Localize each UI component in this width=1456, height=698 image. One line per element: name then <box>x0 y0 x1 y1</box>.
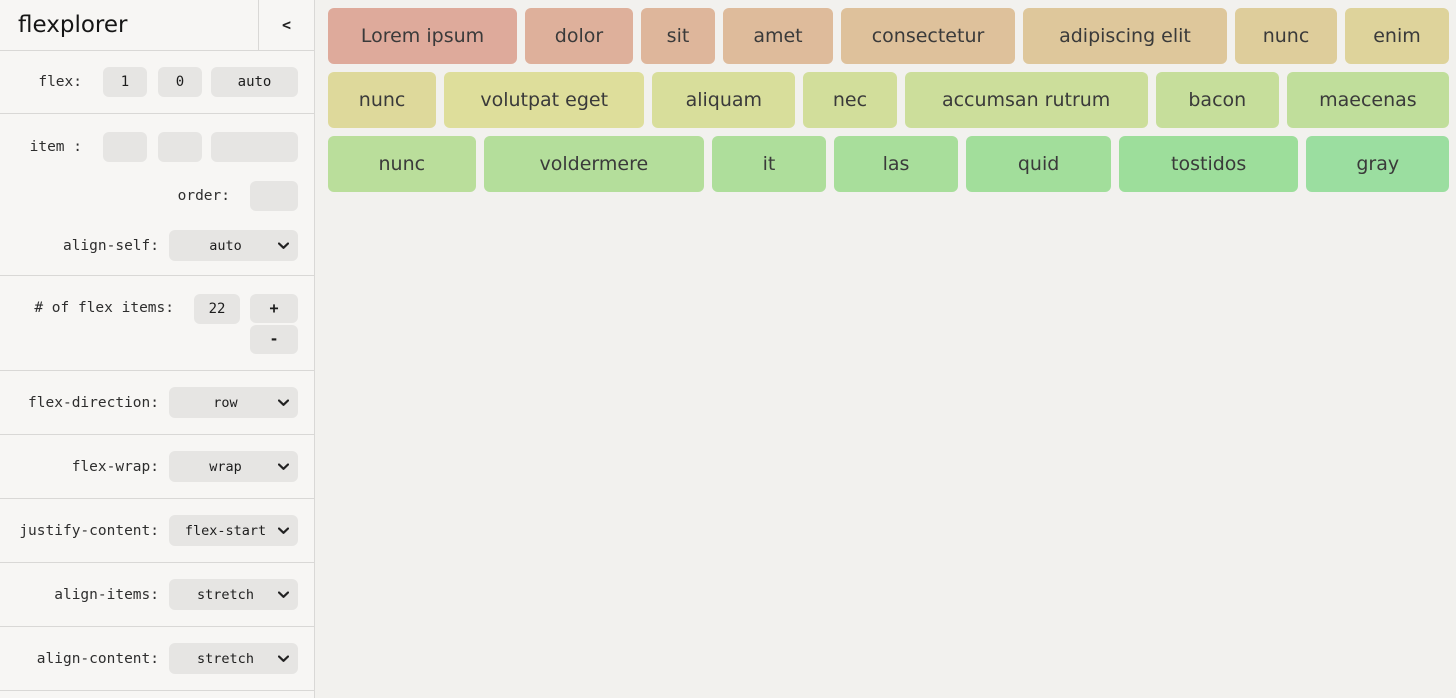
flex-grow-input[interactable] <box>103 67 147 97</box>
align-items-select[interactable]: stretch <box>169 579 298 610</box>
order-input[interactable] <box>250 181 298 211</box>
chevron-left-icon: < <box>281 16 292 34</box>
item-flex-grow-input[interactable] <box>103 132 147 162</box>
chevron-down-icon <box>278 399 289 406</box>
flex-item: accumsan rutrum <box>904 72 1148 128</box>
section-align-content: align-content: stretch <box>0 627 314 691</box>
flex-item: amet <box>723 8 833 64</box>
decrease-items-button[interactable]: - <box>250 325 298 354</box>
flex-item: nunc <box>328 136 476 192</box>
order-label: order: <box>177 188 230 204</box>
chevron-down-icon <box>278 655 289 662</box>
flex-item: gray <box>1306 136 1450 192</box>
align-content-label: align-content: <box>36 650 159 667</box>
flex-item: las <box>833 136 959 192</box>
sidebar-header: flexplorer < <box>0 0 314 51</box>
align-content-value: stretch <box>197 650 254 667</box>
flex-item: adipiscing elit <box>1023 8 1227 64</box>
flex-direction-value: row <box>213 394 238 411</box>
flex-label: flex: <box>38 74 82 90</box>
align-self-select[interactable]: auto <box>169 230 298 261</box>
item-count-input[interactable] <box>194 294 240 324</box>
flex-item: dolor <box>525 8 633 64</box>
flex-shrink-input[interactable] <box>158 67 202 97</box>
section-flex-wrap: flex-wrap: wrap <box>0 435 314 499</box>
flex-item: quid <box>966 136 1111 192</box>
item-count-stepper: + - <box>250 294 298 354</box>
section-flex: flex: <box>0 51 314 114</box>
flex-direction-select[interactable]: row <box>169 387 298 418</box>
align-self-label: align-self: <box>62 237 159 254</box>
flex-item: aliquam <box>652 72 796 128</box>
align-content-select[interactable]: stretch <box>169 643 298 674</box>
flex-item: sit <box>641 8 715 64</box>
section-item: item : order: align-self: auto <box>0 114 314 276</box>
flex-item: voldermere <box>483 136 705 192</box>
section-item-count: # of flex items: + - <box>0 276 314 371</box>
item-label: item : <box>29 139 82 155</box>
flex-item: nec <box>803 72 897 128</box>
justify-content-label: justify-content: <box>19 522 159 539</box>
justify-content-value: flex-start <box>184 522 267 539</box>
section-flex-direction: flex-direction: row <box>0 371 314 435</box>
flex-wrap-select[interactable]: wrap <box>169 451 298 482</box>
flex-basis-input[interactable] <box>211 67 298 97</box>
flex-item: nunc <box>1235 8 1337 64</box>
item-flex-shrink-input[interactable] <box>158 132 202 162</box>
flex-direction-label: flex-direction: <box>28 394 159 411</box>
chevron-down-icon <box>278 242 289 249</box>
flex-item: maecenas <box>1286 72 1449 128</box>
section-justify-content: justify-content: flex-start <box>0 499 314 563</box>
flex-item: it <box>712 136 826 192</box>
flex-item: bacon <box>1155 72 1279 128</box>
app-title: flexplorer <box>18 12 128 38</box>
item-count-label: # of flex items: <box>34 300 174 316</box>
item-flex-basis-input[interactable] <box>211 132 298 162</box>
align-self-value: auto <box>209 237 242 254</box>
justify-content-select[interactable]: flex-start <box>169 515 298 546</box>
flex-wrap-label: flex-wrap: <box>71 458 159 475</box>
flex-item: volutpat eget <box>444 72 645 128</box>
align-items-label: align-items: <box>54 586 159 603</box>
sidebar-filler <box>0 691 314 698</box>
flex-item: nunc <box>328 72 437 128</box>
flex-item: Lorem ipsum <box>328 8 517 64</box>
increase-items-button[interactable]: + <box>250 294 298 323</box>
chevron-down-icon <box>278 527 289 534</box>
chevron-down-icon <box>278 463 289 470</box>
sidebar: flexplorer < flex: item : order: <box>0 0 315 698</box>
flex-item: enim <box>1345 8 1449 64</box>
flex-item: tostidos <box>1118 136 1299 192</box>
flex-wrap-value: wrap <box>209 458 242 475</box>
chevron-down-icon <box>278 591 289 598</box>
align-items-value: stretch <box>197 586 254 603</box>
section-align-items: align-items: stretch <box>0 563 314 627</box>
flex-item: consectetur <box>841 8 1015 64</box>
collapse-sidebar-button[interactable]: < <box>258 0 314 50</box>
